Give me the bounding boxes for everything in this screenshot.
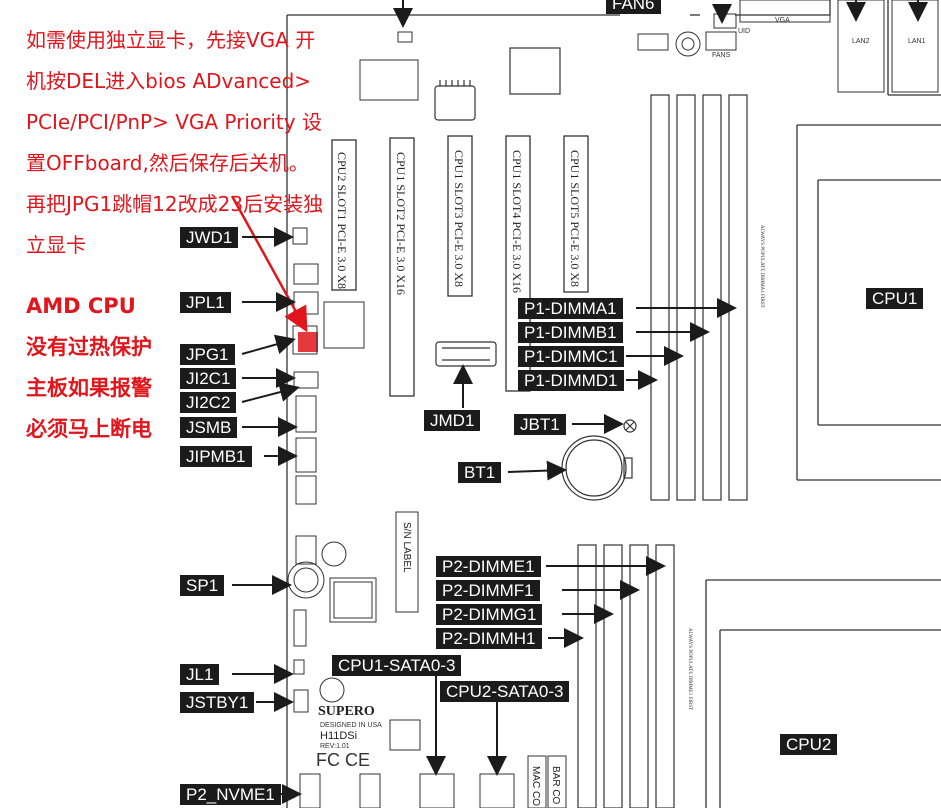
dimm-note-cpu1: ALWAYS POPULATE DIMMA1 FIRST <box>759 225 764 308</box>
note-line: 如需使用独立显卡，先接VGA 开 <box>26 28 316 52</box>
label-jpl1: JPL1 <box>180 292 231 313</box>
warning-line: 主板如果报警 <box>26 376 152 400</box>
label-cpu1-sata: CPU1-SATA0-3 <box>332 655 462 676</box>
slot3-text: CPU1 SLOT3 PCI-E 3.0 X8 <box>452 150 466 288</box>
note-line: 置OFFboard,然后保存后关机。 <box>26 151 309 175</box>
bios-note: 如需使用独立显卡，先接VGA 开 机按DEL进入bios ADvanced> P… <box>26 20 323 266</box>
label-cpu1: CPU1 <box>866 288 924 309</box>
warning-line: AMD CPU <box>26 294 136 318</box>
uid-text: UID <box>738 28 751 35</box>
dimm-slots-cpu1 <box>650 94 748 501</box>
label-jipmb1: JIPMB1 <box>180 446 252 467</box>
rev-text: REV:1.01 <box>320 743 350 750</box>
note-line: PCIe/PCI/PnP> VGA Priority 设 <box>26 110 322 134</box>
battery <box>561 419 637 501</box>
cpu-warning: AMD CPU 没有过热保护 主板如果报警 必须马上断电 <box>26 286 152 450</box>
lan2-text: LAN2 <box>852 38 870 45</box>
label-jstby1: JSTBY1 <box>180 692 255 713</box>
model-text: H11DSi <box>320 730 358 742</box>
label-jl1: JL1 <box>180 664 220 685</box>
label-p2-nvme1: P2_NVME1 <box>180 784 281 805</box>
label-cpu2: CPU2 <box>780 734 838 755</box>
label-p1-dimmb1: P1-DIMMB1 <box>518 322 623 343</box>
jpg1-highlight <box>298 332 318 352</box>
slot1-text: CPU2 SLOT1 PCI-E 3.0 X8 <box>335 152 349 290</box>
label-p2-dimmh1: P2-DIMMH1 <box>436 628 542 649</box>
label-jsmb: JSMB <box>180 417 238 438</box>
pcie-slots <box>331 135 589 397</box>
dimm-note-cpu2: ALWAYS POPULATE DIMME1 FIRST <box>687 628 692 711</box>
label-p1-dimmc1: P1-DIMMC1 <box>518 346 624 367</box>
label-jwd1: JWD1 <box>180 227 239 248</box>
note-line: 机按DEL进入bios ADvanced> <box>26 69 312 93</box>
label-fan6: FAN6 <box>606 0 661 14</box>
super-io-chip <box>333 581 373 619</box>
mac-text: MAC CO <box>530 766 541 806</box>
slot2-text: CPU1 SLOT2 PCI-E 3.0 X16 <box>394 152 408 296</box>
bmc-chip <box>434 47 561 121</box>
sn-label-text: S/N LABEL <box>401 522 412 573</box>
callout-arrows <box>232 0 928 804</box>
bar-text: BAR CO <box>550 766 561 805</box>
warning-line: 没有过热保护 <box>26 335 152 359</box>
lan1-text: LAN1 <box>908 38 926 45</box>
slot5-text: CPU1 SLOT5 PCI-E 3.0 X8 <box>568 150 582 288</box>
label-p1-dimma1: P1-DIMMA1 <box>518 298 623 319</box>
cpu-sockets <box>705 124 941 808</box>
vga-text: VGA <box>775 17 790 24</box>
label-ji2c2: JI2C2 <box>180 392 237 413</box>
label-jmd1: JMD1 <box>424 410 481 431</box>
dimm-slots-cpu2 <box>577 544 675 808</box>
m2-connector <box>435 341 497 367</box>
label-bt1: BT1 <box>458 462 502 483</box>
warning-line: 必须马上断电 <box>26 417 152 441</box>
fc-ce-marks: FC CE <box>316 750 370 770</box>
label-jbt1: JBT1 <box>514 414 566 435</box>
designed-text: DESIGNED IN USA <box>320 722 382 729</box>
slot4-text: CPU1 SLOT4 PCI-E 3.0 X16 <box>510 150 524 294</box>
label-p2-dimmg1: P2-DIMMG1 <box>436 604 543 625</box>
label-p2-dimmf1: P2-DIMMF1 <box>436 580 540 601</box>
brand-text: SUPERO <box>318 704 375 719</box>
label-p2-dimme1: P2-DIMME1 <box>436 556 541 577</box>
note-line: 再把JPG1跳帽12改成23后安装独 <box>26 192 324 216</box>
board-outline <box>286 0 941 808</box>
label-sp1: SP1 <box>180 575 225 596</box>
fans-text: FANS <box>712 52 731 59</box>
label-p1-dimmd1: P1-DIMMD1 <box>518 370 624 391</box>
label-cpu2-sata: CPU2-SATA0-3 <box>440 681 570 702</box>
label-jpg1: JPG1 <box>180 344 235 365</box>
label-ji2c1: JI2C1 <box>180 368 237 389</box>
note-line: 立显卡 <box>26 233 86 257</box>
